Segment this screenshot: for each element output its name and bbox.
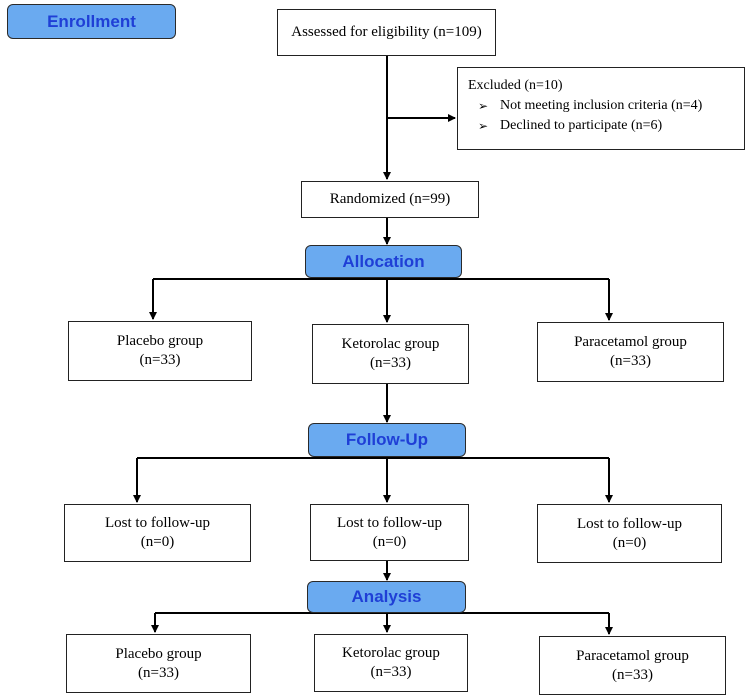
- excluded-reason: ➢ Not meeting inclusion criteria (n=4): [468, 96, 702, 116]
- arrow-bullet-icon: ➢: [478, 119, 489, 133]
- group-name: Ketorolac group: [342, 645, 440, 661]
- box-assessed-text: Assessed for eligibility (n=109): [291, 24, 482, 40]
- excluded-reason-text: Not meeting inclusion criteria (n=4): [500, 98, 703, 113]
- stage-label-follow-up: Follow-Up: [308, 423, 466, 457]
- group-count: (n=0): [612, 534, 647, 551]
- box-allocation-placebo: Placebo group (n=33): [68, 321, 252, 381]
- box-followup-ketorolac: Lost to follow-up (n=0): [310, 504, 469, 561]
- group-count: (n=33): [138, 664, 179, 681]
- box-allocation-paracetamol: Paracetamol group (n=33): [537, 322, 724, 382]
- group-count: (n=33): [139, 352, 181, 368]
- group-count: (n=33): [370, 355, 411, 371]
- group-name: Paracetamol group: [576, 647, 689, 664]
- stage-label-analysis: Analysis: [307, 581, 466, 613]
- excluded-title: Excluded (n=10): [468, 78, 563, 93]
- box-analysis-placebo: Placebo group (n=33): [66, 634, 251, 693]
- box-analysis-paracetamol: Paracetamol group (n=33): [539, 636, 726, 695]
- group-count: (n=33): [610, 353, 651, 369]
- stage-label-enrollment: Enrollment: [7, 4, 176, 39]
- stage-label-enrollment-text: Enrollment: [47, 11, 136, 31]
- group-count: (n=33): [612, 666, 653, 683]
- box-excluded: Excluded (n=10) ➢ Not meeting inclusion …: [457, 67, 745, 150]
- stage-label-allocation: Allocation: [305, 245, 462, 278]
- group-name: Lost to follow-up: [105, 515, 210, 531]
- group-count: (n=33): [370, 664, 412, 680]
- excluded-reason-text: Declined to participate (n=6): [500, 118, 663, 133]
- group-name: Paracetamol group: [574, 334, 687, 350]
- box-allocation-ketorolac: Ketorolac group (n=33): [312, 324, 469, 384]
- group-name: Lost to follow-up: [337, 514, 442, 531]
- excluded-reason: ➢ Declined to participate (n=6): [468, 116, 662, 136]
- group-name: Lost to follow-up: [577, 515, 682, 532]
- box-followup-placebo: Lost to follow-up (n=0): [64, 504, 251, 562]
- group-count: (n=0): [140, 534, 175, 550]
- box-randomized: Randomized (n=99): [301, 181, 479, 218]
- box-analysis-ketorolac: Ketorolac group (n=33): [314, 634, 468, 692]
- stage-label-follow-up-text: Follow-Up: [345, 430, 429, 449]
- group-name: Ketorolac group: [341, 336, 440, 352]
- arrow-bullet-icon: ➢: [478, 99, 489, 113]
- box-randomized-text: Randomized (n=99): [329, 191, 451, 207]
- group-name: Placebo group: [115, 645, 202, 662]
- stage-label-allocation-text: Allocation: [342, 251, 425, 271]
- box-assessed: Assessed for eligibility (n=109): [277, 9, 496, 56]
- group-count: (n=0): [372, 533, 407, 550]
- box-followup-paracetamol: Lost to follow-up (n=0): [537, 504, 722, 563]
- stage-label-analysis-text: Analysis: [351, 587, 422, 606]
- group-name: Placebo group: [116, 333, 204, 349]
